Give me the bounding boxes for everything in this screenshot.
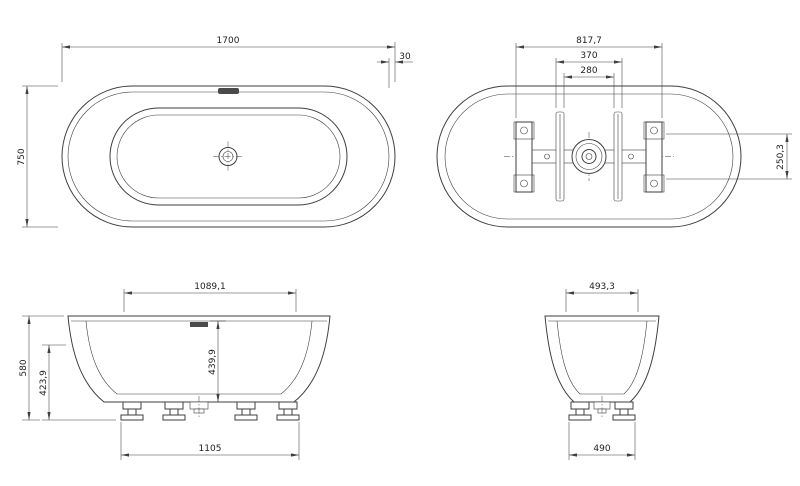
dim-bottom-pad-span: 250,3 (666, 133, 792, 180)
side-foot-4 (276, 401, 300, 421)
plan-outer-rim (61, 85, 396, 228)
dim-label-493-3: 493,3 (589, 282, 615, 292)
dim-label-817-7: 817,7 (576, 36, 602, 46)
side-foot-3 (234, 401, 258, 421)
side-inner-profile (85, 320, 313, 395)
bottom-shell-edge (444, 93, 734, 220)
dim-label-1700: 1700 (217, 36, 240, 46)
side-overflow (190, 322, 208, 327)
side-foot-2 (162, 401, 186, 421)
bottom-drain-assembly (571, 139, 607, 174)
dim-label-1105: 1105 (199, 444, 222, 454)
bar-bolt-left (544, 153, 550, 160)
dim-plan-width: 750 (17, 85, 58, 228)
dim-bottom-bracket-inner: 280 (563, 66, 615, 108)
dim-end-feet-span: 490 (568, 422, 636, 460)
end-foot-right (612, 401, 636, 421)
side-view (67, 315, 331, 421)
dim-label-490: 490 (593, 444, 610, 454)
dim-bottom-mount-span: 817,7 (515, 36, 663, 118)
dim-label-1089-1: 1089,1 (194, 282, 226, 292)
plan-view (61, 85, 396, 228)
dim-side-top-length: 1089,1 (123, 282, 297, 312)
bottom-view (436, 85, 742, 228)
dim-side-body-height: 423,9 (39, 344, 116, 421)
dim-label-423-9: 423,9 (39, 370, 49, 396)
dim-side-total-height: 580 (19, 315, 64, 421)
dim-label-370: 370 (580, 51, 597, 61)
bottom-slat-left (555, 111, 565, 202)
dim-label-250-3: 250,3 (776, 144, 786, 170)
dim-plan-length: 1700 (61, 36, 396, 82)
end-foot-left (568, 401, 592, 421)
dim-end-top-width: 493,3 (565, 282, 639, 312)
end-drain-fitting (593, 396, 611, 418)
bottom-foot-bracket-left (513, 121, 535, 193)
dim-side-inner-depth: 439,9 (208, 320, 226, 402)
bar-bolt-right (628, 153, 634, 160)
end-view (544, 315, 660, 421)
side-foot-1 (120, 401, 144, 421)
dim-side-feet-span: 1105 (120, 422, 300, 460)
dim-bottom-bracket-outer: 370 (555, 51, 623, 108)
plan-basin-bottom (116, 114, 341, 199)
end-inner-profile (556, 320, 648, 395)
dim-plan-rim-offset: 30 (377, 52, 413, 88)
side-drain-fitting (189, 396, 209, 418)
dim-label-439-9: 439,9 (208, 349, 218, 375)
dim-label-30: 30 (399, 52, 411, 62)
plan-drain (213, 141, 243, 172)
bottom-foot-bracket-right (643, 121, 665, 193)
bottom-slat-right (613, 111, 623, 202)
plan-overflow (218, 88, 239, 94)
bottom-outer-rim (436, 85, 742, 228)
dim-label-750: 750 (17, 148, 27, 165)
end-outline (544, 315, 660, 403)
dim-label-280: 280 (580, 66, 597, 76)
side-outline (67, 315, 331, 403)
plan-basin-edge (109, 107, 348, 206)
dim-label-580: 580 (19, 359, 29, 376)
